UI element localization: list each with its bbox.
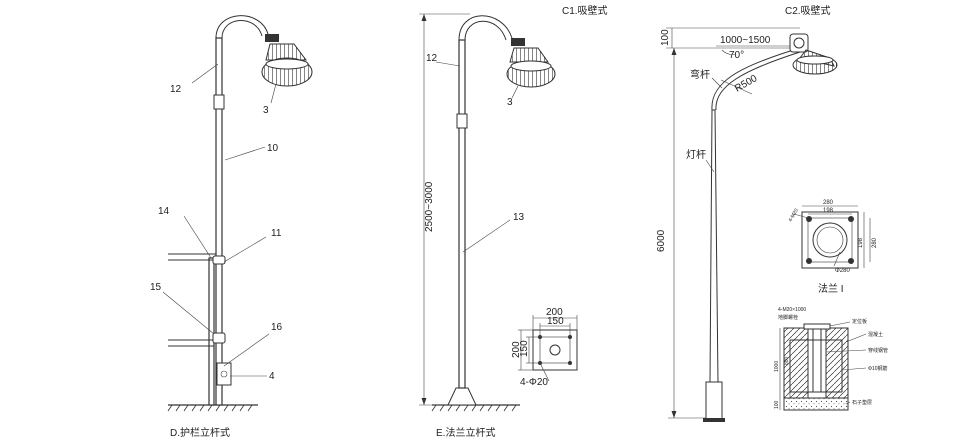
callout-3: 3 [263, 105, 269, 116]
foundation-depth: 1000 [774, 361, 780, 372]
flange-dim-side-inner: 198 [858, 237, 864, 248]
flange-dim-top-outer: 280 [823, 200, 834, 206]
flange-height-inner: 150 [519, 340, 530, 357]
panel-d-guardrail-pole: 12 3 10 14 11 15 16 4 D.护栏立杆式 [150, 15, 313, 439]
arm-label: 弯杆 [690, 68, 710, 81]
lamp-pole [215, 37, 223, 406]
clamp-lower [212, 332, 226, 344]
callout-3: 3 [507, 97, 513, 108]
flange-plate-detail: 200 150 200 150 4-Φ20 [511, 307, 578, 388]
conduit-label: 穿线钢管 [868, 347, 888, 354]
panel-c2-street-pole: C2.吸壁式 100 1000~1500 70° 6000 R500 [656, 4, 888, 422]
flange-dim-top-inner: 198 [823, 208, 834, 214]
pole-joint [213, 94, 225, 110]
top-offset-dimension: 100 [660, 29, 671, 46]
street-lamp-head [789, 33, 838, 75]
flange-height-outer: 200 [511, 341, 522, 358]
arm-angle: 70° [729, 50, 744, 61]
street-lamp-pole [709, 109, 719, 383]
panel-e-title: E.法兰立杆式 [436, 426, 495, 439]
callout-10: 10 [267, 143, 279, 154]
ground-hatch [167, 404, 253, 412]
panel-c1-title: C1.吸壁式 [562, 4, 608, 17]
explosion-proof-lamp [506, 38, 556, 88]
flange-caption: 法兰 I [818, 282, 844, 295]
gravel-thickness: 100 [774, 400, 780, 409]
plate-label: 定位板 [852, 318, 867, 325]
callout-11: 11 [271, 228, 282, 239]
callout-4: 4 [269, 371, 275, 382]
flange-holes: 4-Φ20 [520, 377, 548, 388]
callout-14: 14 [158, 206, 170, 217]
callout-16: 16 [271, 322, 283, 333]
lamp-pole [458, 39, 466, 389]
rebar-label: Φ10钢筋 [868, 365, 888, 372]
bolt-spec: 4-M20×1000 [778, 307, 806, 313]
pole-label: 灯杆 [686, 149, 706, 161]
callout-13: 13 [513, 212, 525, 223]
callout-12: 12 [170, 84, 182, 95]
gooseneck-arm [215, 15, 269, 39]
arm-length-dimension: 1000~1500 [720, 35, 771, 46]
gravel-label: 石子垫层 [852, 399, 872, 406]
anchor-bolt-label: 地脚螺栓 [778, 314, 798, 321]
flange-width-inner: 150 [547, 316, 564, 327]
panel-d-title: D.护栏立杆式 [170, 426, 230, 439]
guardrail-post [208, 257, 215, 406]
panel-c2-title: C2.吸壁式 [785, 4, 831, 17]
bolt-embed-depth: 800 [784, 356, 790, 365]
callout-12: 12 [426, 53, 438, 64]
pole-height-dimension: 6000 [656, 229, 667, 252]
flange-hole-diameter: Φ280 [835, 268, 850, 274]
flange-i-detail: 280 198 198 280 Φ280 4-M20 法兰 I [788, 200, 878, 295]
junction-box [216, 362, 232, 386]
height-dimension: 2500~3000 [424, 181, 435, 232]
foundation-detail: 1000 800 100 4-M20×1000 地脚螺栓 定位板 混凝土 穿线钢… [774, 307, 888, 411]
clamp-upper [212, 255, 226, 265]
callout-15: 15 [150, 282, 162, 293]
explosion-proof-lamp [261, 34, 313, 87]
curved-arm [711, 47, 801, 111]
flange-width-outer: 200 [546, 307, 563, 318]
panel-e-flange-pole: 2500~3000 12 3 13 [419, 13, 578, 439]
flange-dim-side-outer: 280 [872, 237, 878, 248]
flange-base [447, 387, 477, 406]
concrete-label: 混凝土 [868, 331, 883, 338]
